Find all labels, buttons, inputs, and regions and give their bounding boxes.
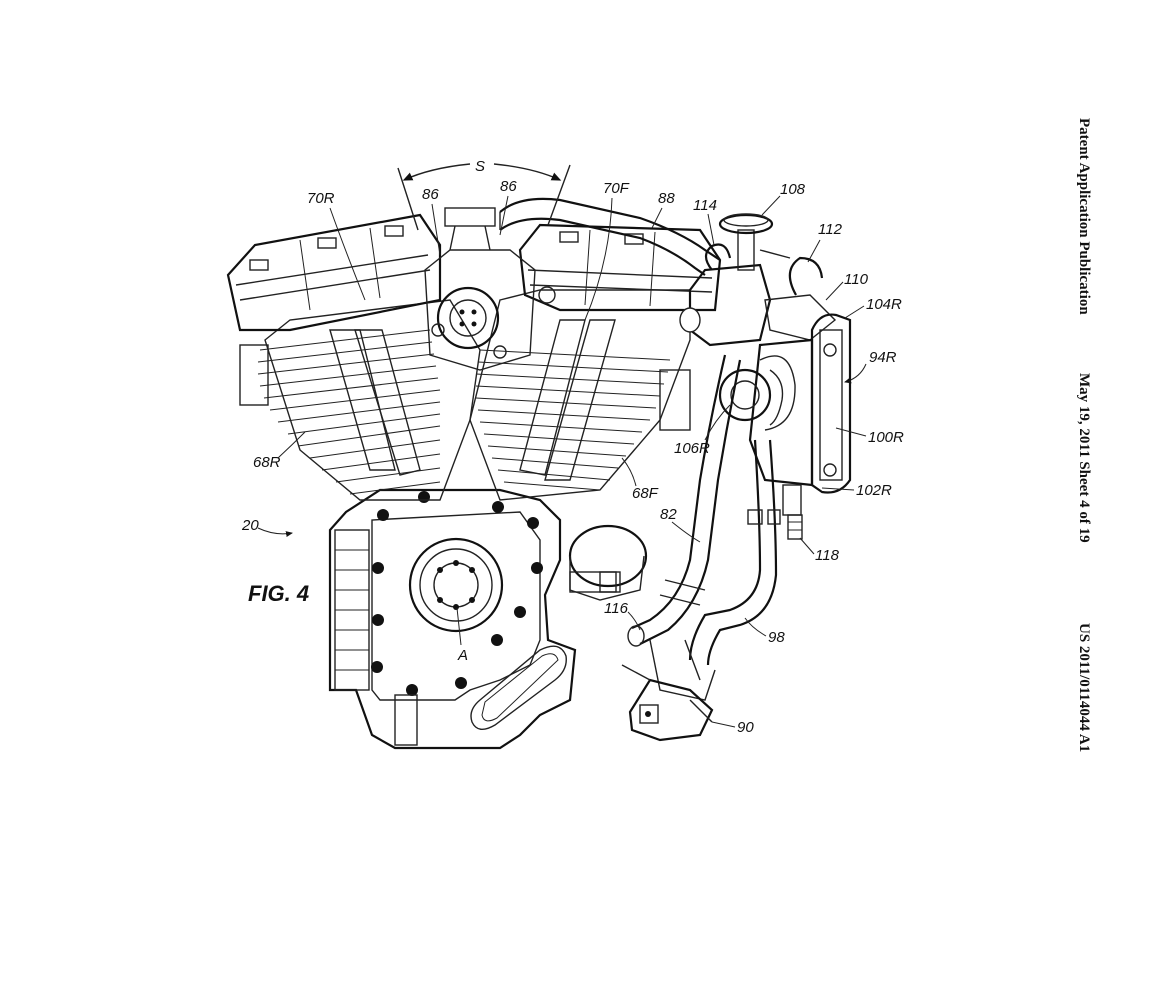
label-110: 110 bbox=[844, 271, 869, 288]
reference-labels: 86 86 70R 70F 88 114 108 112 110 104R 94… bbox=[241, 178, 904, 736]
dimension-s: S bbox=[397, 158, 571, 231]
figure-title: FIG. 4 bbox=[248, 581, 309, 606]
front-cylinder bbox=[469, 223, 722, 501]
label-A: A bbox=[457, 647, 468, 664]
label-116: 116 bbox=[604, 600, 629, 617]
label-118: 118 bbox=[815, 547, 840, 564]
label-94R: 94R bbox=[869, 349, 897, 366]
label-86-left: 86 bbox=[422, 186, 439, 203]
label-104R: 104R bbox=[866, 296, 902, 313]
crankcase bbox=[328, 488, 648, 750]
rear-cylinder bbox=[226, 213, 481, 501]
publication-label: Patent Application Publication bbox=[1076, 118, 1092, 315]
label-86-right: 86 bbox=[500, 178, 517, 195]
label-20: 20 bbox=[241, 517, 259, 534]
label-82: 82 bbox=[660, 506, 677, 523]
label-90: 90 bbox=[737, 719, 754, 736]
date-sheet-label: May 19, 2011 Sheet 4 of 19 bbox=[1076, 373, 1092, 543]
label-88: 88 bbox=[658, 190, 675, 207]
radiator-pump-94R bbox=[718, 313, 852, 540]
label-70F: 70F bbox=[603, 180, 630, 197]
page-header: Patent Application Publication May 19, 2… bbox=[1076, 118, 1092, 752]
label-108: 108 bbox=[780, 181, 806, 198]
label-114: 114 bbox=[693, 197, 717, 214]
label-100R: 100R bbox=[868, 429, 904, 446]
reservoir-assembly bbox=[679, 213, 837, 347]
engine-illustration bbox=[226, 197, 852, 750]
label-s: S bbox=[475, 158, 485, 175]
intake-valley bbox=[424, 207, 536, 371]
label-98: 98 bbox=[768, 629, 785, 646]
label-68F: 68F bbox=[632, 485, 659, 502]
label-70R: 70R bbox=[307, 190, 335, 207]
lower-hoses bbox=[621, 354, 781, 742]
label-68R: 68R bbox=[253, 454, 281, 471]
label-102R: 102R bbox=[856, 482, 892, 499]
coolant-hose-88 bbox=[499, 197, 721, 276]
label-112: 112 bbox=[818, 221, 843, 238]
publication-number: US 2011/0114044 A1 bbox=[1076, 623, 1092, 752]
label-106R: 106R bbox=[674, 440, 710, 457]
